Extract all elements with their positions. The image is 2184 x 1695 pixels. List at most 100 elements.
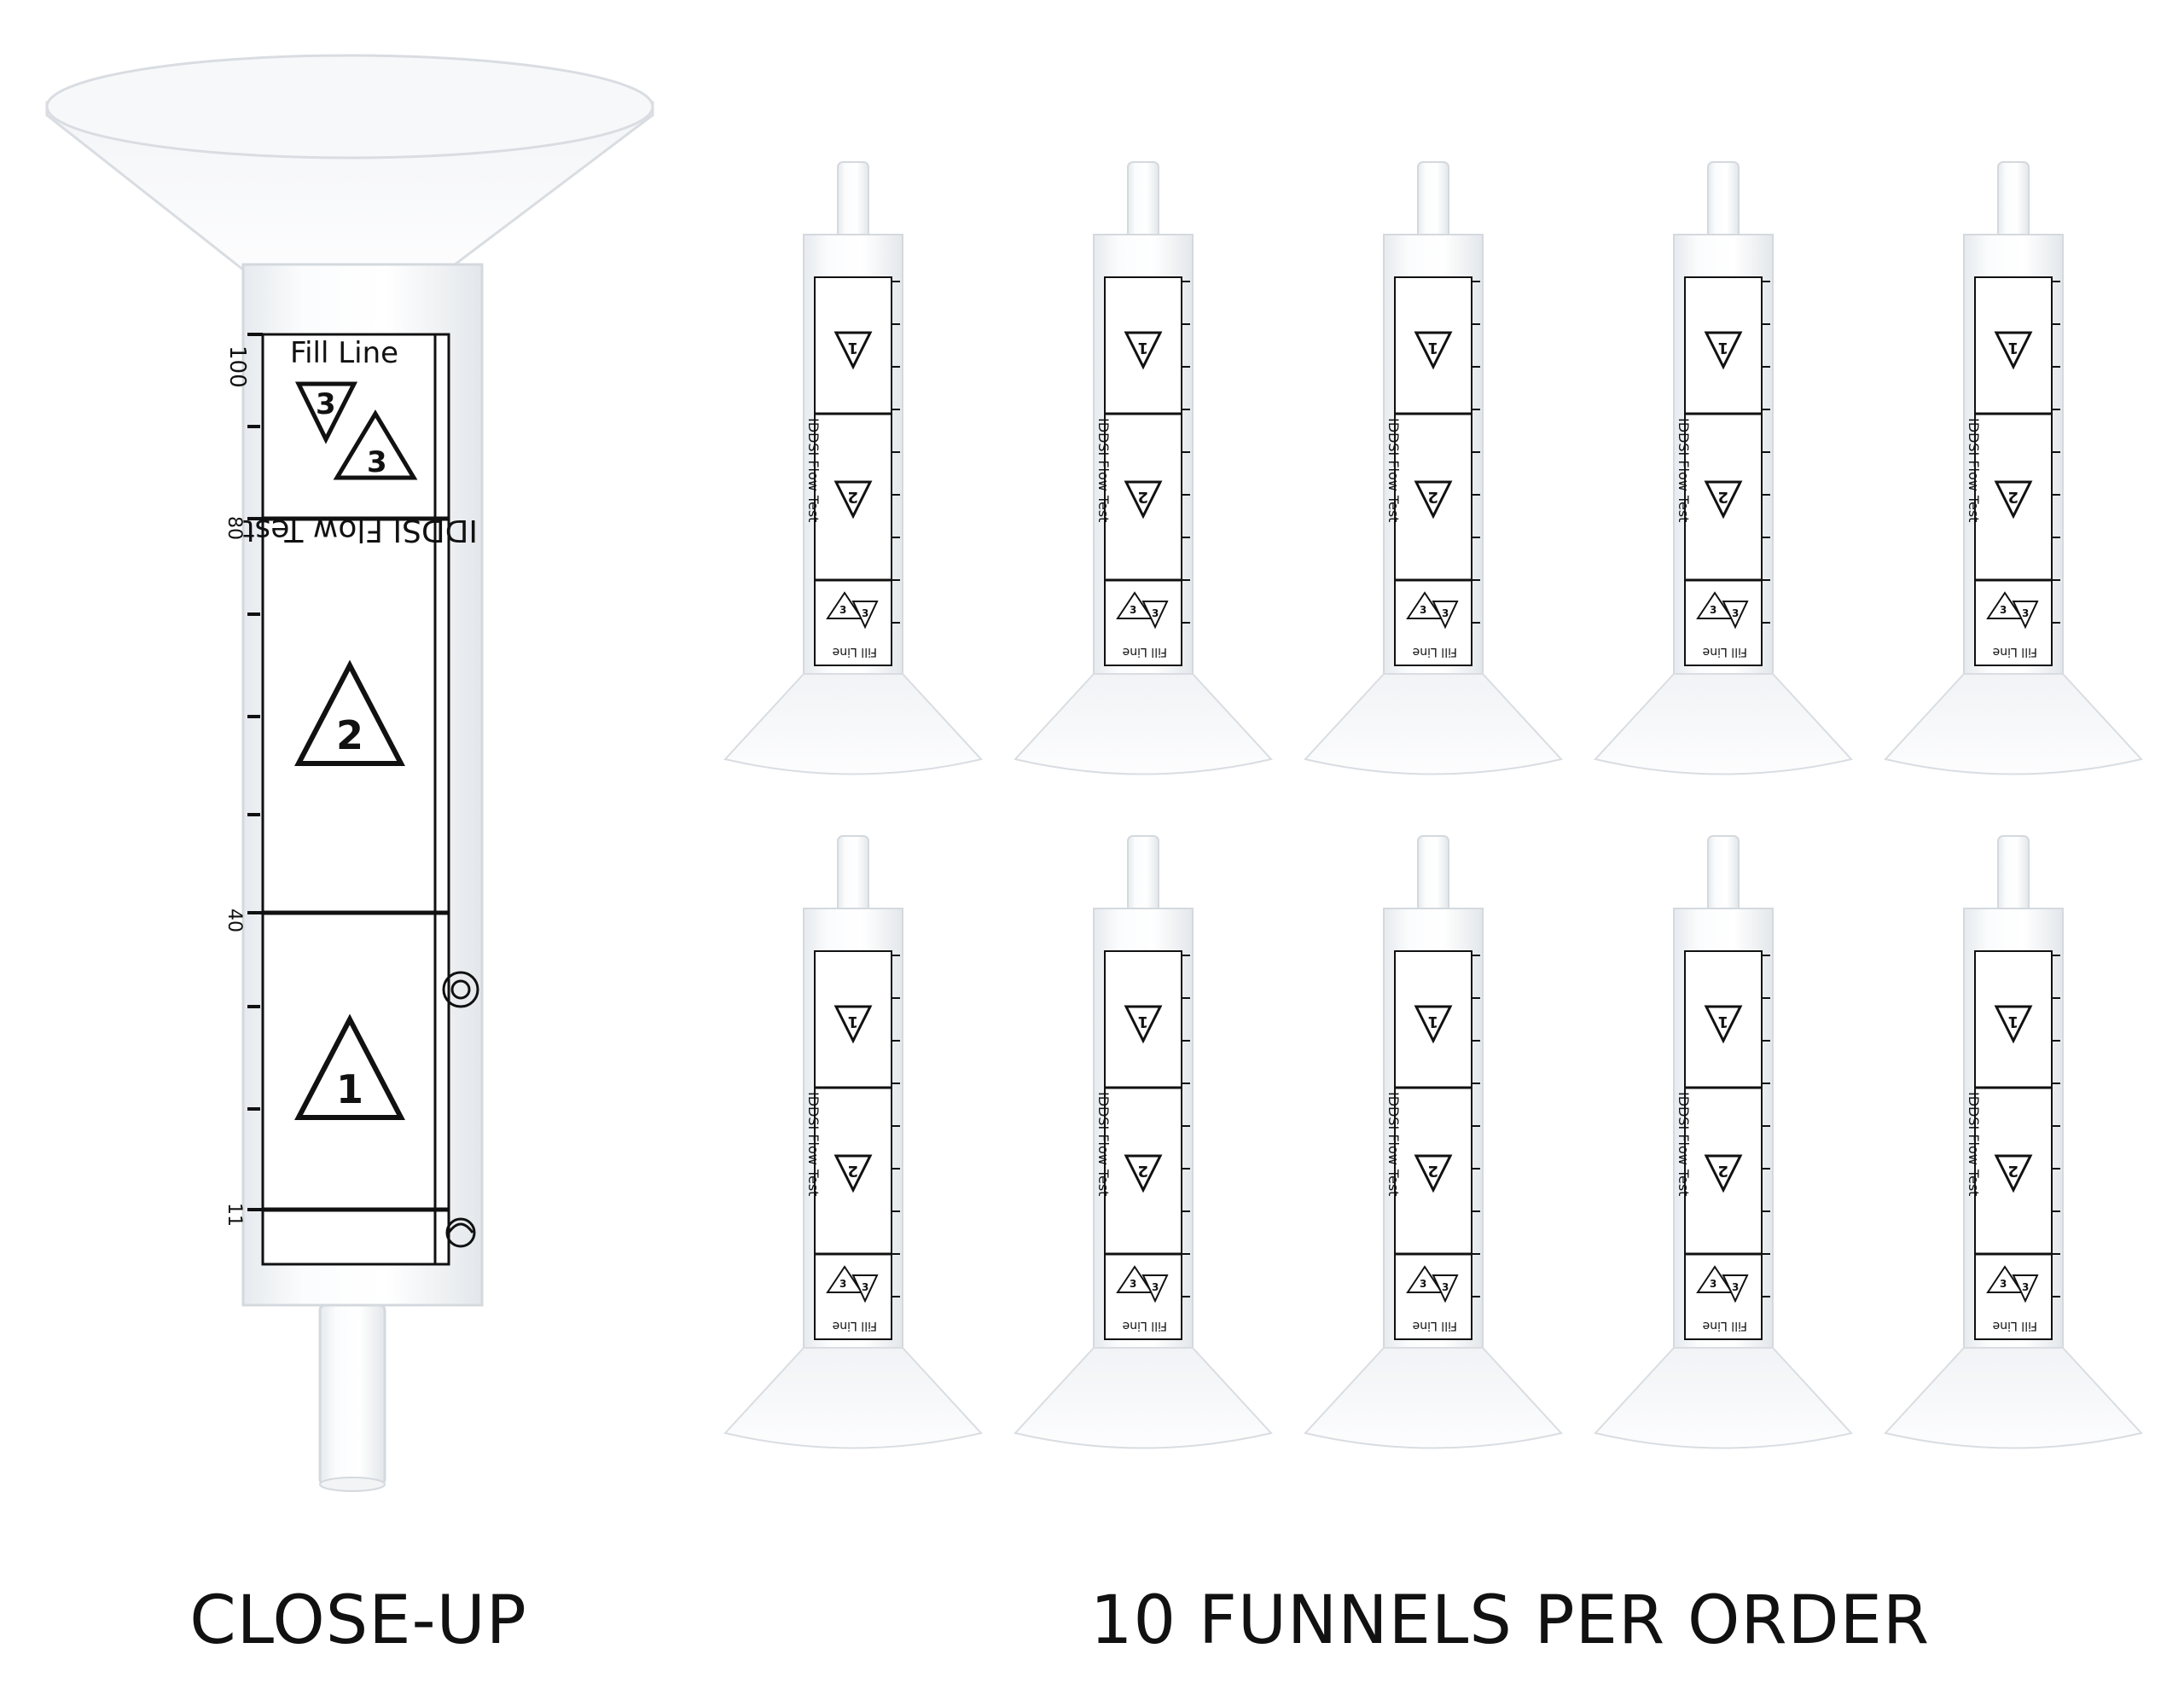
triangle-3b-label: 3 — [1732, 1281, 1739, 1293]
brand-text: IDDSI Flow Test — [1676, 1092, 1692, 1196]
fill-line-label: Fill Line — [833, 1319, 877, 1332]
fill-line-label: Fill Line — [1123, 1319, 1167, 1332]
triangle-2-label: 2 — [847, 488, 858, 506]
closeup-scale-100: 100 — [224, 345, 250, 388]
triangle-1 — [1994, 1005, 2033, 1044]
triangle-1 — [1704, 1005, 1743, 1044]
closeup-fill-line-label: Fill Line — [290, 336, 398, 370]
triangle-3-label: 3 — [1420, 1278, 1426, 1290]
triangle-1-label: 1 — [1137, 1013, 1148, 1030]
triangle-2-label: 2 — [1717, 488, 1728, 506]
triangle-1-label: 1 — [2007, 1013, 2018, 1030]
closeup-funnel: 100 80 40 11 Fill Line 3 3 2 1 IDDSI Flo… — [45, 54, 654, 1492]
brand-text: IDDSI Flow Test — [805, 1092, 822, 1196]
fill-line-label: Fill Line — [1993, 1319, 2037, 1332]
triangle-3-label: 3 — [1130, 604, 1136, 616]
triangle-2 — [1704, 480, 1743, 520]
triangle-2-label: 2 — [2007, 1162, 2018, 1180]
closeup-triangle-1: 1 — [294, 1013, 405, 1120]
triangle-1-label: 1 — [1137, 339, 1148, 357]
triangle-3-label: 3 — [1420, 604, 1426, 616]
triangle-2 — [1994, 480, 2033, 520]
closeup-scale-11: 11 — [224, 1203, 245, 1227]
closeup-brand-text: IDDSI Flow Test — [243, 513, 478, 548]
triangle-1 — [1124, 331, 1163, 370]
triangle-2-label: 2 — [1137, 1162, 1148, 1180]
triangle-2-label: 2 — [847, 1162, 858, 1180]
triangle-1-label: 1 — [2007, 339, 2018, 357]
triangle-3b-label: 3 — [1442, 607, 1449, 619]
svg-text:2: 2 — [336, 712, 363, 758]
triangle-1-label: 1 — [1427, 339, 1438, 357]
triangle-1-label: 1 — [1717, 339, 1728, 357]
triangle-2-label: 2 — [2007, 488, 2018, 506]
triangle-2-label: 2 — [1137, 488, 1148, 506]
fill-line-label: Fill Line — [1993, 645, 2037, 659]
closeup-logo-icon — [442, 971, 479, 1248]
fill-line-label: Fill Line — [1123, 645, 1167, 659]
triangle-2-label: 2 — [1427, 488, 1438, 506]
svg-text:3: 3 — [316, 387, 336, 421]
fill-line-label: Fill Line — [833, 645, 877, 659]
triangle-3-label: 3 — [2000, 604, 2007, 616]
triangle-1-label: 1 — [1717, 1013, 1728, 1030]
triangle-2 — [1124, 1154, 1163, 1193]
triangle-3b-label: 3 — [862, 1281, 868, 1293]
triangle-1 — [1414, 331, 1453, 370]
triangle-3b-label: 3 — [1152, 1281, 1159, 1293]
closeup-scale-40: 40 — [224, 908, 245, 932]
triangle-1 — [834, 1005, 873, 1044]
svg-text:3: 3 — [367, 445, 387, 479]
triangle-2 — [1124, 480, 1163, 520]
triangle-3-label: 3 — [1130, 1278, 1136, 1290]
triangle-3b-label: 3 — [1442, 1281, 1449, 1293]
triangle-1 — [1124, 1005, 1163, 1044]
brand-text: IDDSI Flow Test — [1676, 418, 1692, 522]
triangle-3b-label: 3 — [1732, 607, 1739, 619]
svg-text:1: 1 — [336, 1066, 363, 1112]
triangle-3-label: 3 — [2000, 1278, 2007, 1290]
triangle-3-label: 3 — [839, 1278, 846, 1290]
closeup-triangle-2: 2 — [294, 659, 405, 766]
triangle-2 — [1704, 1154, 1743, 1193]
caption-order: 10 FUNNELS PER ORDER — [1089, 1582, 1931, 1659]
triangle-2-label: 2 — [1427, 1162, 1438, 1180]
triangle-1-label: 1 — [1427, 1013, 1438, 1030]
triangle-2 — [834, 1154, 873, 1193]
fill-line-label: Fill Line — [1703, 645, 1747, 659]
triangle-2 — [1994, 1154, 2033, 1193]
triangle-2 — [1414, 480, 1453, 520]
brand-text: IDDSI Flow Test — [1095, 1092, 1112, 1196]
triangle-3-label: 3 — [1710, 604, 1716, 616]
triangle-3b-label: 3 — [2022, 1281, 2029, 1293]
triangle-1 — [1994, 331, 2033, 370]
closeup-triangle-3: 3 — [333, 409, 418, 480]
brand-text: IDDSI Flow Test — [1966, 418, 1982, 522]
triangle-3b-label: 3 — [1152, 607, 1159, 619]
triangle-3-label: 3 — [839, 604, 846, 616]
brand-text: IDDSI Flow Test — [1385, 1092, 1402, 1196]
triangle-3b-label: 3 — [2022, 607, 2029, 619]
brand-text: IDDSI Flow Test — [805, 418, 822, 522]
closeup-scale-80: 80 — [224, 516, 245, 540]
brand-text: IDDSI Flow Test — [1095, 418, 1112, 522]
brand-text: IDDSI Flow Test — [1385, 418, 1402, 522]
closeup-scale-ticks — [247, 333, 263, 1211]
fill-line-label: Fill Line — [1703, 1319, 1747, 1332]
triangle-1-label: 1 — [847, 1013, 858, 1030]
triangle-2-label: 2 — [1717, 1162, 1728, 1180]
triangle-3b-label: 3 — [862, 607, 868, 619]
triangle-3-label: 3 — [1710, 1278, 1716, 1290]
